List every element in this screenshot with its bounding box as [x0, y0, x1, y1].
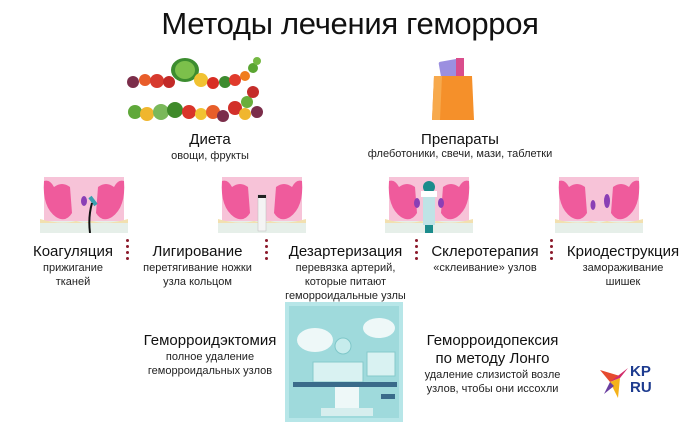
sclerotherapy-label: Склеротерапия — [431, 243, 539, 260]
logo-text-ru: RU — [630, 379, 652, 396]
divider-dots — [126, 239, 129, 263]
ligation-diagram — [218, 177, 306, 233]
drugs-illustration — [428, 56, 478, 122]
diet-illustration — [125, 56, 285, 126]
sclerotherapy-diagram-icon — [385, 177, 473, 233]
coagulation-diagram — [40, 177, 128, 234]
operating-room-illustration — [285, 302, 403, 422]
longo-label-2: по методу Лонго — [435, 350, 550, 367]
dearterialization-sub-2: которые питают — [304, 276, 387, 288]
coagulation-label: Коагуляция — [32, 243, 114, 260]
ligation-label: Лигирование — [152, 243, 243, 260]
dearterialization-sub-3: геморроидальные узлы — [285, 290, 406, 302]
cryodestruction-sub-1: замораживание — [582, 262, 664, 274]
sclerotherapy-sub-1: «склеивание» узлов — [433, 262, 537, 274]
coagulation-diagram-icon — [40, 177, 128, 234]
ligation-diagram-icon — [218, 177, 306, 233]
logo-text-kp: KP — [630, 363, 651, 380]
longo-sub-1: удаление слизистой возле — [424, 369, 561, 381]
page-title: Методы лечения геморроя — [161, 6, 539, 41]
sclerotherapy-diagram — [385, 177, 473, 233]
hemorrhoidectomy-sub-1: полное удаление — [165, 351, 255, 363]
ligation-sub-2: узла кольцом — [163, 276, 232, 288]
vegetables-fruits-icon — [127, 57, 263, 122]
coagulation-sub-1: прижигание — [43, 262, 103, 274]
ligation-sub-1: перетягивание ножки — [143, 262, 252, 274]
medicine-bag-icon — [432, 58, 474, 120]
hemorrhoidectomy-sub-2: геморроидальных узлов — [147, 365, 273, 377]
longo-sub-2: узлов, чтобы они иссохли — [426, 383, 559, 395]
divider-dots — [265, 239, 268, 263]
operating-room-icon — [285, 302, 403, 422]
divider-dots — [415, 239, 418, 263]
kp-ru-logo: KP RU — [600, 364, 666, 400]
drugs-sub: флеботоники, свечи, мази, таблетки — [367, 148, 553, 160]
hemorrhoidectomy-label: Геморроидэктомия — [143, 332, 277, 349]
cryodestruction-sub-2: шишек — [605, 276, 641, 288]
cryodestruction-label: Криодеструкция — [566, 243, 680, 260]
coagulation-sub-2: тканей — [55, 276, 91, 288]
longo-label-1: Геморроидопексия — [426, 332, 559, 349]
bird-logo-icon — [600, 368, 628, 398]
dearterialization-label: Дезартеризация — [288, 243, 403, 260]
dearterialization-sub-1: перевязка артерий, — [295, 262, 396, 274]
divider-dots — [550, 239, 553, 263]
cryodestruction-diagram-icon — [555, 177, 643, 233]
cryodestruction-diagram — [555, 177, 643, 233]
drugs-label: Препараты — [421, 131, 499, 148]
diet-label: Диета — [189, 131, 231, 148]
diet-sub: овощи, фрукты — [171, 150, 249, 162]
